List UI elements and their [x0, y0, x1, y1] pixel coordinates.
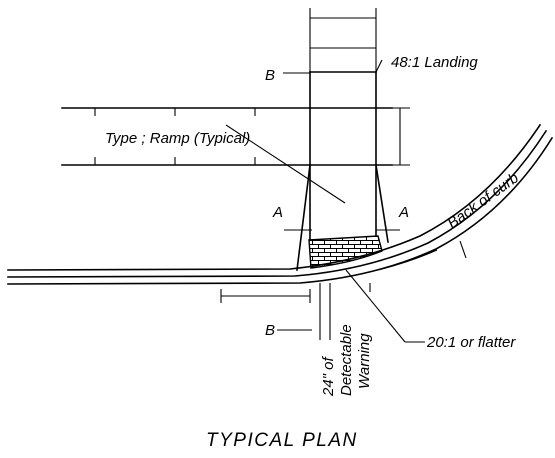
label-back-of-curb: Back of curb — [444, 169, 521, 232]
plan-title: TYPICAL PLAN — [206, 430, 358, 451]
sidewalk-band — [61, 107, 410, 166]
label-twenty-to-one: 20:1 or flatter — [426, 334, 516, 351]
bottom-dimensions — [220, 240, 467, 340]
label-section-b-top: B — [265, 67, 275, 84]
label-landing: 48:1 Landing — [391, 54, 478, 71]
label-section-a-right: A — [398, 204, 409, 221]
curb-lines — [7, 123, 554, 285]
label-section-b-bottom: B — [265, 322, 275, 339]
warning-line-1: 24" of — [320, 355, 337, 397]
label-ramp-type: Type ; Ramp (Typical) — [105, 130, 250, 147]
warning-line-3: Warning — [356, 333, 373, 389]
warning-line-2: Detectable — [338, 324, 355, 396]
landing-width-dimension — [309, 8, 377, 72]
label-section-a-left: A — [272, 204, 283, 221]
label-detectable-warning: 24" of Detectable Warning — [320, 324, 373, 397]
leader-lines — [225, 59, 425, 343]
ramp-outline — [284, 71, 400, 271]
